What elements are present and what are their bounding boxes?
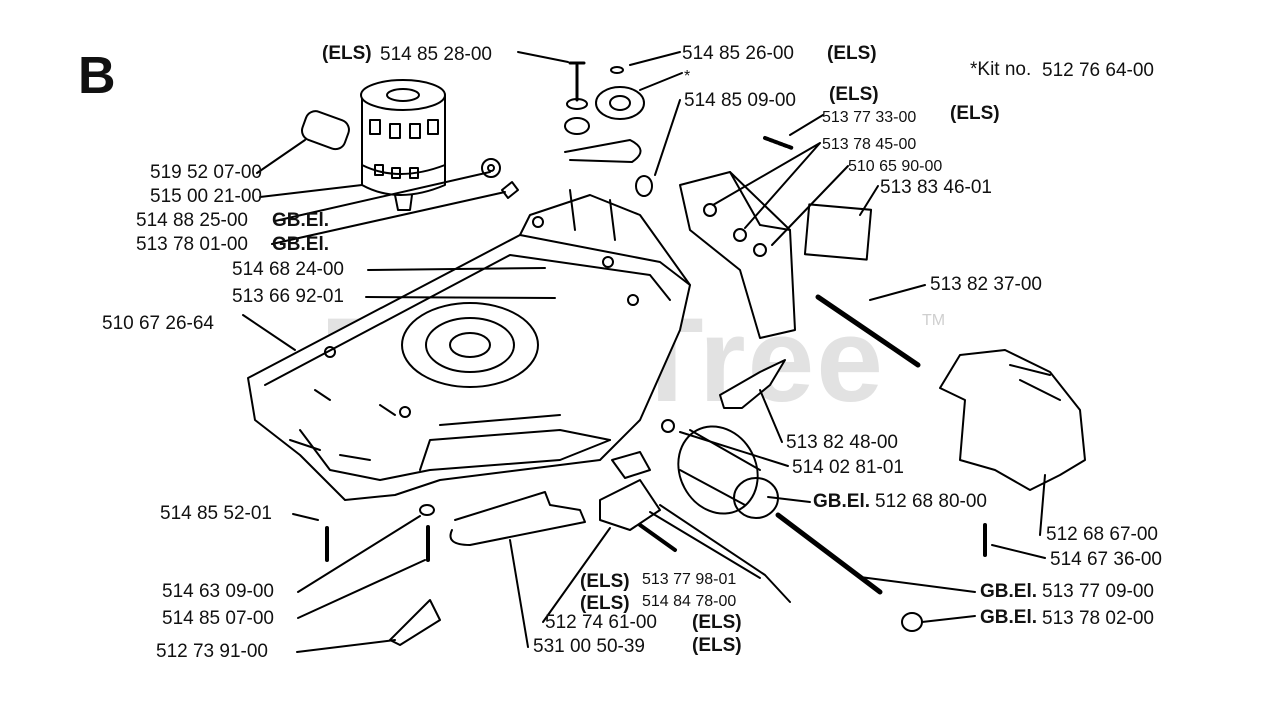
part-number: 513 78 02-00	[1042, 608, 1154, 629]
part-number: 514 88 25-00	[136, 210, 248, 231]
part-number: 510 67 26-64	[102, 313, 214, 334]
kit-number: 512 76 64-00	[1042, 60, 1154, 81]
part-number: 514 85 09-00	[684, 90, 796, 111]
tag-els: (ELS)	[950, 103, 1000, 124]
tag-els: (ELS)	[322, 43, 372, 64]
tag-els: (ELS)	[827, 43, 877, 64]
part-number: 513 77 09-00	[1042, 581, 1154, 602]
part-number: 512 73 91-00	[156, 641, 268, 662]
part-number: 514 63 09-00	[162, 581, 274, 602]
part-number: 512 68 80-00	[875, 491, 987, 512]
tag-els: (ELS)	[580, 593, 630, 614]
tag-els: (ELS)	[692, 612, 742, 633]
part-number: 513 66 92-01	[232, 286, 344, 307]
part-number: 514 67 36-00	[1050, 549, 1162, 570]
part-number: 514 85 28-00	[380, 44, 492, 65]
section-letter: B	[78, 47, 116, 105]
part-number: 531 00 50-39	[533, 636, 645, 657]
part-number: 513 82 48-00	[786, 432, 898, 453]
motor	[301, 79, 446, 211]
tag-els: (ELS)	[580, 571, 630, 592]
part-number: 513 82 37-00	[930, 274, 1042, 295]
part-number: 514 85 52-01	[160, 503, 272, 524]
side-panel	[679, 171, 796, 339]
kit-prefix: *Kit no.	[970, 59, 1032, 80]
part-number: 514 84 78-00	[642, 593, 737, 610]
trademark: TM	[922, 312, 946, 329]
tag-gbel: GB.El.	[813, 491, 871, 512]
part-number: 513 83 46-01	[880, 177, 992, 198]
tag-gbel: GB.El.	[980, 607, 1038, 628]
part-number: 512 74 61-00	[545, 612, 657, 633]
part-number: 514 02 81-01	[792, 457, 904, 478]
part-number: 513 78 45-00	[822, 136, 917, 153]
tag-gbel: GB.El.	[272, 234, 330, 255]
part-number: 519 52 07-00	[150, 162, 262, 183]
tag-els: (ELS)	[692, 635, 742, 656]
tag-els: (ELS)	[829, 84, 879, 105]
part-number: 510 65 90-00	[848, 158, 943, 175]
tag-gbel: GB.El.	[272, 210, 330, 231]
mower-deck	[247, 189, 691, 501]
part-number: 513 78 01-00	[136, 234, 248, 255]
part-number: 514 85 07-00	[162, 608, 274, 629]
tag-gbel: GB.El.	[980, 581, 1038, 602]
part-number: 515 00 21-00	[150, 186, 262, 207]
part-number: 512 68 67-00	[1046, 524, 1158, 545]
kit-marker: *	[684, 68, 691, 85]
part-number: 514 85 26-00	[682, 43, 794, 64]
part-number: 513 77 98-01	[642, 571, 737, 588]
part-number: 513 77 33-00	[822, 109, 917, 126]
part-number: 514 68 24-00	[232, 259, 344, 280]
